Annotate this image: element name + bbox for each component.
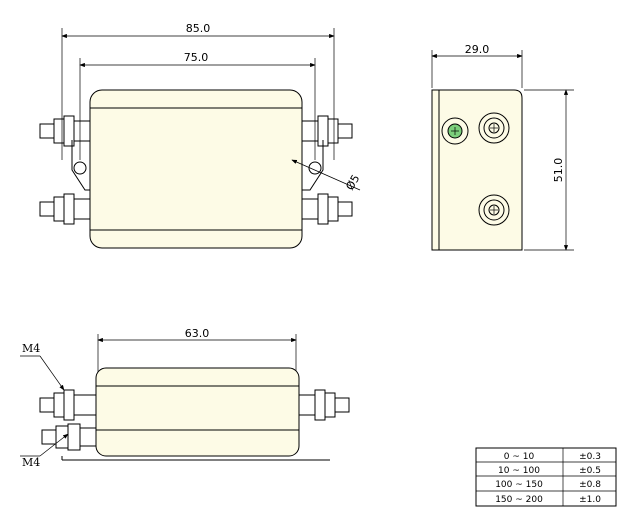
front-view: 85.0 75.0 [39, 22, 362, 249]
tol-value: ±0.5 [579, 466, 601, 476]
side-view: 29.0 51.0 [431, 43, 574, 251]
tol-value: ±0.8 [579, 480, 601, 490]
dim-63: 63.0 [185, 327, 210, 340]
screw-terminal-icon [488, 204, 500, 216]
dim-85: 85.0 [186, 22, 211, 35]
terminal-bottom-left-upper [39, 389, 97, 421]
mount-hole-left [73, 161, 87, 175]
side-body [431, 89, 523, 251]
bottom-view: 63.0 M4 [20, 327, 350, 469]
tolerance-table: 0 ~ 10 ±0.3 10 ~ 100 ±0.5 100 ~ 150 ±0.8… [475, 447, 617, 507]
thread-label-top: M4 [22, 342, 40, 355]
filter-body [89, 89, 303, 249]
thread-label-bottom: M4 [22, 456, 40, 469]
tol-value: ±1.0 [579, 495, 601, 505]
dim-51: 51.0 [552, 158, 565, 183]
tol-value: ±0.3 [579, 452, 601, 462]
tol-range: 0 ~ 10 [504, 452, 535, 462]
screw-terminal-icon [488, 122, 500, 134]
terminal-left-top [39, 115, 91, 147]
terminal-right-top [301, 115, 353, 147]
tol-range: 10 ~ 100 [498, 466, 540, 476]
tol-range: 100 ~ 150 [495, 480, 543, 490]
mount-hole-right [308, 161, 322, 175]
terminal-bottom-left-lower [41, 423, 97, 451]
terminal-left-bottom [39, 193, 91, 225]
dim-75: 75.0 [184, 51, 209, 64]
bottom-body [95, 367, 300, 457]
terminal-right-bottom [301, 193, 353, 225]
terminal-bottom-right [298, 389, 350, 421]
tol-range: 150 ~ 200 [495, 495, 543, 505]
dim-29: 29.0 [465, 43, 490, 56]
